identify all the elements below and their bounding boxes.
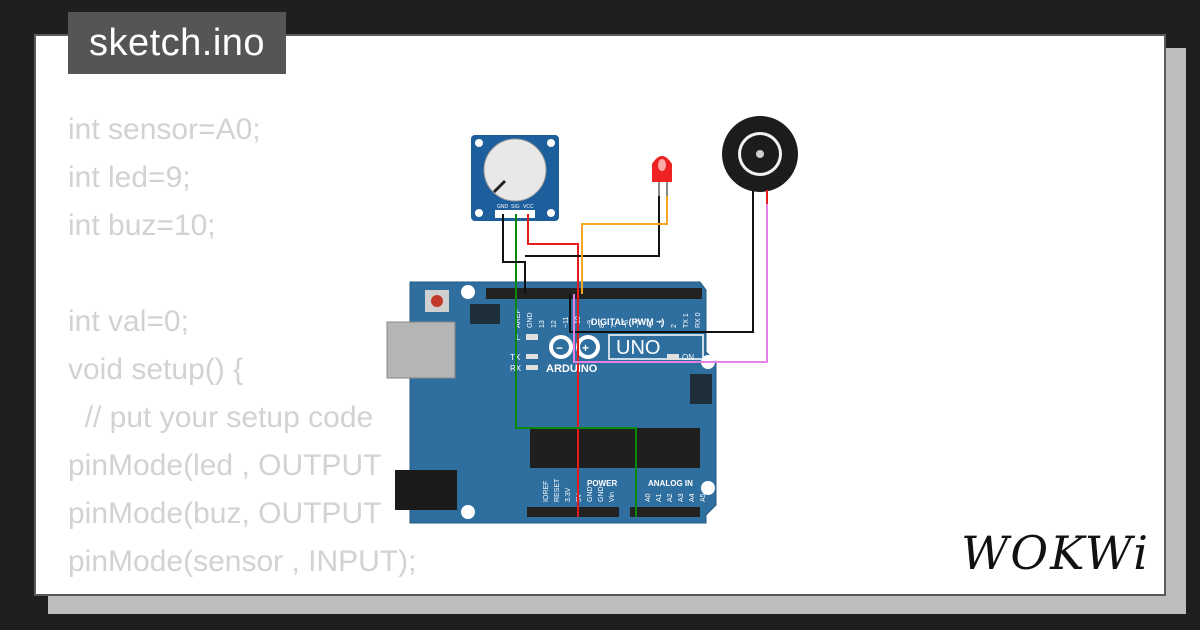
analog-label: ANALOG IN xyxy=(648,479,693,488)
on-led-label: ON xyxy=(682,353,694,362)
pin-label: A5 xyxy=(700,493,707,502)
rx-led xyxy=(526,365,538,370)
pot-pin-gnd: GND xyxy=(497,204,509,210)
pin-label: A4 xyxy=(689,493,696,502)
logo-plus-icon: + xyxy=(582,341,589,355)
pin-label: ~3 xyxy=(659,320,666,328)
pin-label: 4 xyxy=(647,324,654,328)
pot-knob[interactable] xyxy=(483,138,547,202)
wire-pot-sig-a0 xyxy=(515,214,637,517)
pot-pin-vcc: VCC xyxy=(523,204,534,210)
l-led-label: L xyxy=(516,333,521,342)
pot-hole-1 xyxy=(475,139,483,147)
power-pin-labels: IOREF RESET 3.3V 5V GND GND Vin xyxy=(543,478,616,502)
led-glare xyxy=(658,159,666,171)
pin-label: AREF xyxy=(515,309,522,328)
pot-hole-3 xyxy=(475,209,483,217)
pin-label: GND xyxy=(598,486,605,502)
pot-hole-2 xyxy=(547,139,555,147)
wire-led-pin9 xyxy=(581,196,668,294)
pin-label: A2 xyxy=(667,493,674,502)
buzzer[interactable] xyxy=(722,116,798,204)
digital-header xyxy=(486,288,702,299)
on-led xyxy=(667,354,679,360)
digital-label: DIGITAL (PWM ~) xyxy=(591,317,664,327)
pin-label: 13 xyxy=(539,320,546,328)
code-line: void setup() { xyxy=(68,353,244,386)
power-jack xyxy=(395,470,457,510)
code-line: int buz=10; xyxy=(68,209,216,242)
wokwi-logo: WOKWi xyxy=(961,526,1150,580)
l-led xyxy=(526,334,538,340)
pin-label: 7 xyxy=(611,324,618,328)
pin-label: GND xyxy=(527,312,534,328)
wire-pot-gnd xyxy=(502,214,526,294)
wire-buzzer-gnd xyxy=(569,204,754,333)
pin-label: ~5 xyxy=(635,320,642,328)
icsp-header-2 xyxy=(690,374,712,404)
code-line: pinMode(sensor , INPUT); xyxy=(68,545,417,578)
pin-label: ~9 xyxy=(587,320,594,328)
pin-label: ~11 xyxy=(563,317,570,328)
power-label: POWER xyxy=(587,479,617,488)
analog-header xyxy=(630,507,700,517)
arduino-logo-left xyxy=(549,335,573,359)
pin-label: A0 xyxy=(645,493,652,502)
logo-minus-icon: − xyxy=(556,341,563,355)
pin-label: 8 xyxy=(599,324,606,328)
pin-label: RX 0 xyxy=(695,312,702,328)
pin-label: A1 xyxy=(656,493,663,502)
usb-connector xyxy=(386,321,456,379)
tx-led xyxy=(526,354,538,359)
mount-hole-4 xyxy=(701,481,715,495)
wires xyxy=(502,196,768,517)
pot-hole-4 xyxy=(547,209,555,217)
model-box xyxy=(608,334,704,360)
buzzer-hole xyxy=(756,150,764,158)
pot-pin-sig: SIG xyxy=(511,204,520,210)
code-preview: int sensor=A0; int led=9; int buz=10; int v… xyxy=(68,106,417,594)
pin-label: TX 1 xyxy=(683,313,690,328)
pin-label: Vin xyxy=(609,492,616,502)
board-model: UNO xyxy=(616,337,660,359)
pin-label: 12 xyxy=(551,320,558,328)
pin-label: 3.3V xyxy=(565,487,572,502)
red-led[interactable] xyxy=(652,156,672,196)
pin-label: GND xyxy=(587,486,594,502)
pin-label: 2 xyxy=(671,324,678,328)
pin-label: RESET xyxy=(554,478,561,502)
analog-pin-labels: A0 A1 A2 A3 A4 A5 xyxy=(645,493,707,502)
code-line: int sensor=A0; xyxy=(68,113,261,146)
microcontroller-chip xyxy=(530,428,700,468)
code-line: int led=9; xyxy=(68,161,191,194)
pot-indicator xyxy=(492,179,507,194)
code-line: int val=0; xyxy=(68,305,189,338)
wire-led-gnd xyxy=(525,196,660,257)
file-tab-label: sketch.ino xyxy=(88,21,266,64)
pin-label: IOREF xyxy=(543,481,550,502)
pin-label: ~6 xyxy=(623,320,630,328)
mount-hole-2 xyxy=(461,505,475,519)
code-line: Serial.begin(9600); xyxy=(68,586,416,594)
icsp-header xyxy=(470,304,500,324)
pin-label: 5V xyxy=(576,493,583,502)
wire-buzzer-pin10 xyxy=(573,204,768,363)
potentiometer[interactable]: GND SIG VCC xyxy=(471,135,559,221)
code-line: pinMode(buz, OUTPUT xyxy=(68,497,382,530)
mount-hole-1 xyxy=(461,285,475,299)
pin-label: A3 xyxy=(678,493,685,502)
file-tab[interactable]: sketch.ino xyxy=(68,12,286,74)
code-line: pinMode(led , OUTPUT xyxy=(68,449,382,482)
power-header xyxy=(527,507,619,517)
wire-pot-vcc-5v xyxy=(527,214,579,517)
board-brand: ARDUINO xyxy=(546,363,598,375)
reset-button[interactable] xyxy=(431,295,443,307)
code-line: // put your setup code xyxy=(68,401,374,434)
